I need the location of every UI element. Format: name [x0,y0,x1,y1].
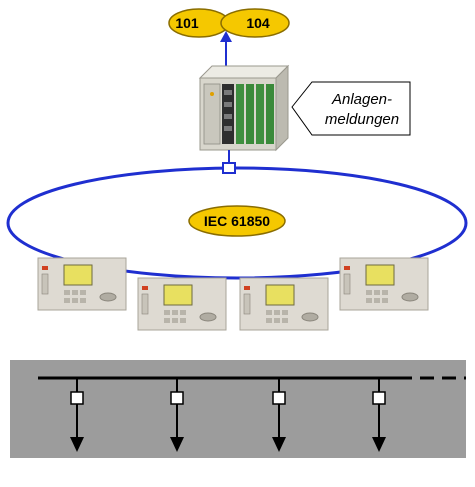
bay-device-1 [37,257,127,311]
protocol-oval-101: 101 [168,8,230,38]
feeder-switch [170,391,184,405]
feeder-switch [70,391,84,405]
bay-device-4 [339,257,429,311]
station-controller [198,64,290,152]
ring-junction [222,162,236,174]
feeder-1 [70,378,84,452]
protocol-label-iec61850: IEC 61850 [204,213,270,229]
feeder-switch [372,391,386,405]
callout-box: Anlagen- meldungen [291,81,411,136]
feeder-arrow [272,437,286,452]
feeder-arrow [372,437,386,452]
feeder-3 [272,378,286,452]
protocol-oval-iec61850: IEC 61850 [188,205,286,237]
feeder-4 [372,378,386,452]
protocol-oval-104: 104 [220,8,290,38]
feeder-arrow [70,437,84,452]
feeder-switch [272,391,286,405]
callout-line-1: Anlagen- [331,91,392,108]
uplink-arrow [220,31,232,70]
feeder-2 [170,378,184,452]
iec61850-ring [6,166,468,280]
feeder-arrow [170,437,184,452]
bay-device-2 [137,277,227,331]
callout-line-2: meldungen [325,111,399,128]
protocol-label-104: 104 [246,15,270,31]
busbar-panel [10,360,466,458]
bay-device-3 [239,277,329,331]
protocol-label-101: 101 [175,15,199,31]
